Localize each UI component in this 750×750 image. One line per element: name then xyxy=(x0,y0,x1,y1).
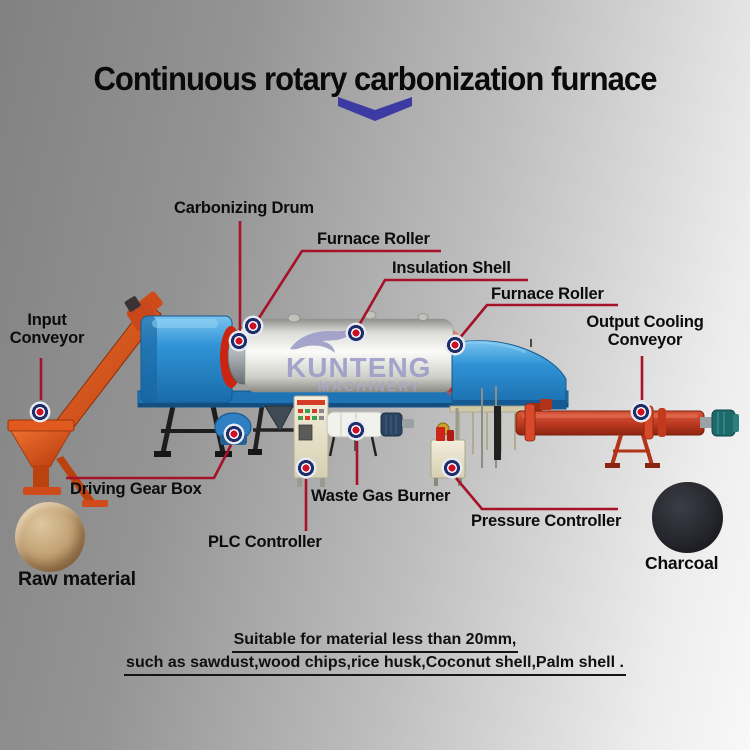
marker-driving-gear-box xyxy=(223,423,245,445)
leader-driving-gear-box xyxy=(66,444,233,480)
label-waste-gas-burner: Waste Gas Burner xyxy=(311,487,451,505)
label-input-conveyor: Input Conveyor xyxy=(9,311,85,347)
leader-furnace-roller-top xyxy=(255,249,441,322)
watermark-brand: KUNTENG xyxy=(286,352,431,383)
marker-furnace-roller-left xyxy=(242,315,264,337)
label-driving-gear-box: Driving Gear Box xyxy=(70,480,202,498)
title-chevron-icon xyxy=(338,97,412,121)
marker-pressure-controller xyxy=(441,457,463,479)
marker-waste-gas-burner xyxy=(345,419,367,441)
label-raw-material: Raw material xyxy=(18,568,136,590)
suitability-note: Suitable for material less than 20mm, su… xyxy=(60,630,690,676)
leader-furnace-roller-right xyxy=(457,303,618,340)
marker-insulation-shell xyxy=(345,322,367,344)
page-title: Continuous rotary carbonization furnace xyxy=(93,60,657,97)
bird-logo-icon xyxy=(290,325,357,353)
label-furnace-roller-right: Furnace Roller xyxy=(491,285,604,303)
brand-watermark: KUNTENG MACHINERY xyxy=(286,325,431,394)
raw-material-photo xyxy=(15,502,85,572)
label-pressure-controller: Pressure Controller xyxy=(471,512,622,530)
leader-pressure-controller xyxy=(455,477,618,511)
label-furnace-roller-top: Furnace Roller xyxy=(317,230,430,248)
marker-output-cooling-conveyor xyxy=(630,401,652,423)
label-carbonizing-drum: Carbonizing Drum xyxy=(174,199,314,217)
label-insulation-shell: Insulation Shell xyxy=(392,259,511,277)
marker-plc-controller xyxy=(295,457,317,479)
marker-input-conveyor xyxy=(29,401,51,423)
charcoal-photo xyxy=(652,482,723,553)
leader-insulation-shell xyxy=(356,278,528,328)
marker-carbonizing-drum xyxy=(228,330,250,352)
suitability-line2: such as sawdust,wood chips,rice husk,Coc… xyxy=(124,653,626,676)
suitability-line1: Suitable for material less than 20mm, xyxy=(231,630,519,653)
watermark-sub: MACHINERY xyxy=(318,379,422,394)
label-output-cooling-conveyor: Output Cooling Conveyor xyxy=(586,313,704,349)
label-plc-controller: PLC Controller xyxy=(208,533,322,551)
marker-furnace-roller-right xyxy=(444,334,466,356)
label-charcoal: Charcoal xyxy=(645,553,719,573)
